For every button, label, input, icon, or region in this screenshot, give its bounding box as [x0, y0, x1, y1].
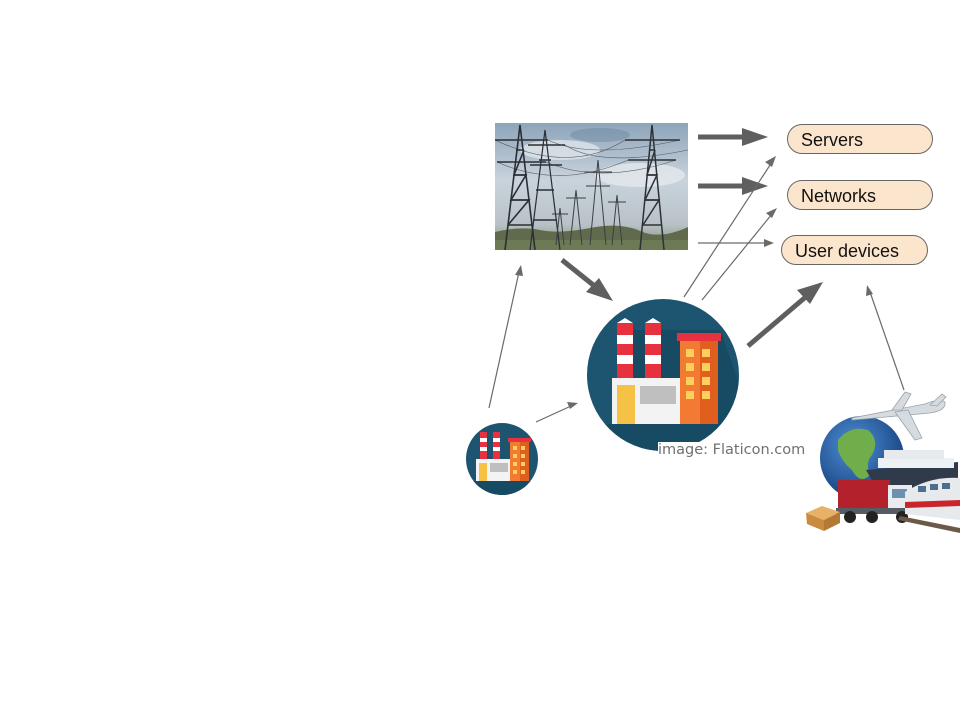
- servers-label: Servers: [801, 130, 864, 150]
- arrow-photo-to-user-devices: [698, 239, 774, 247]
- arrow-factory-to-user-devices: [746, 282, 823, 348]
- image-credit: image: Flaticon.com: [658, 442, 806, 458]
- servers-node: Servers: [787, 124, 933, 154]
- arrow-small-factory-to-photo: [488, 265, 523, 409]
- user-devices-node: User devices: [781, 235, 928, 265]
- arrow-transport-to-user-devices: [866, 285, 905, 391]
- networks-node: Networks: [787, 180, 933, 210]
- networks-label: Networks: [801, 186, 877, 206]
- arrow-photo-to-factory: [560, 258, 613, 301]
- user-devices-label: User devices: [795, 241, 900, 261]
- arrow-photo-to-networks: [698, 177, 768, 195]
- arrow-small-factory-to-factory: [535, 402, 578, 423]
- arrow-factory-to-servers: [683, 156, 776, 298]
- arrow-photo-to-servers: [698, 128, 768, 146]
- arrow-factory-to-networks: [701, 208, 777, 301]
